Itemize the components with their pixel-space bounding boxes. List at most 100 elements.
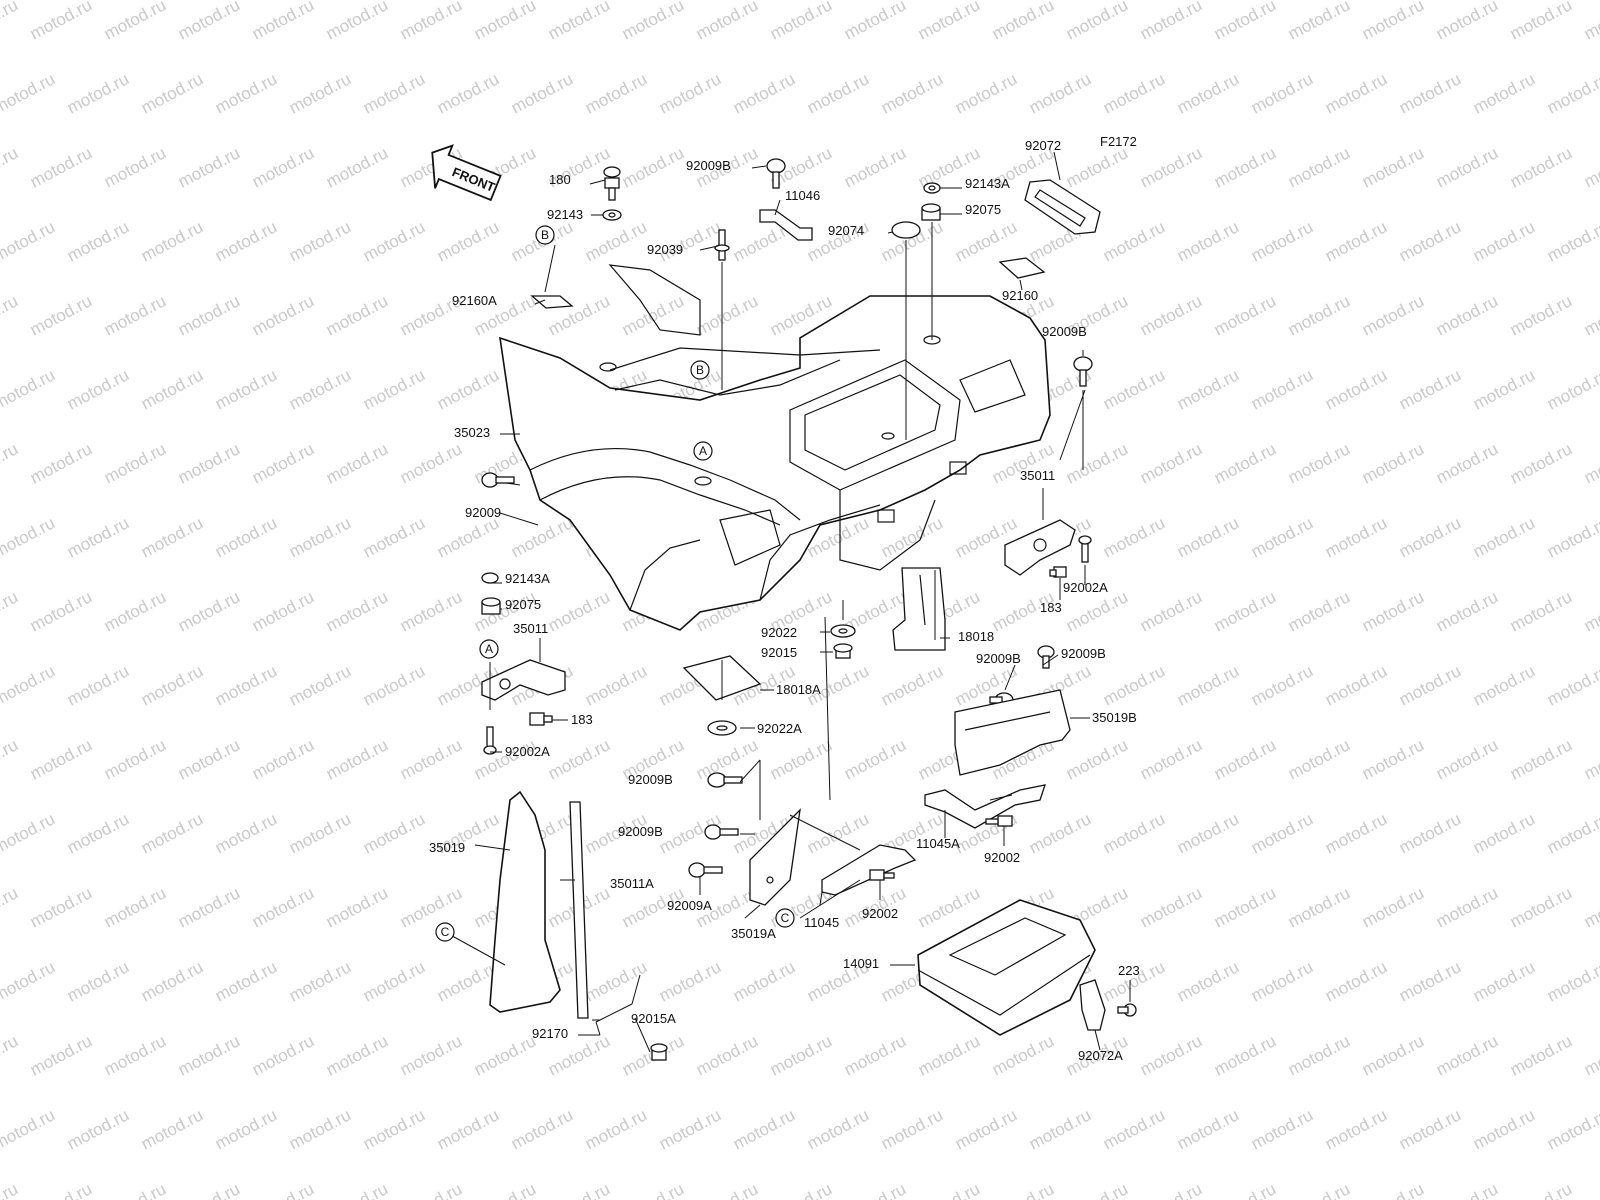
watermark-text: motod.ru [286,661,354,709]
watermark-text: motod.ru [1433,1031,1501,1079]
watermark-text: motod.ru [1544,1105,1600,1153]
watermark-text: motod.ru [1507,1179,1575,1200]
watermark-text: motod.ru [1507,883,1575,931]
watermark-text: motod.ru [0,957,58,1005]
watermark-text: motod.ru [1211,291,1279,339]
watermark-text: motod.ru [360,1105,428,1153]
watermark-text: motod.ru [1248,661,1316,709]
bracket-11045A [924,784,1046,829]
watermark-text: motod.ru [64,809,132,857]
watermark-text: motod.ru [286,513,354,561]
watermark-text: motod.ru [1433,0,1501,44]
watermark-text: motod.ru [1544,365,1600,413]
watermark-text: motod.ru [989,0,1057,44]
watermark-text: motod.ru [1211,0,1279,44]
watermark-text: motod.ru [915,1179,983,1200]
watermark-text: motod.ru [1174,69,1242,117]
watermark-text: motod.ru [360,661,428,709]
watermark-text: motod.ru [0,883,21,931]
leader-line [819,891,823,906]
watermark-text: motod.ru [656,957,724,1005]
stud-92039 [714,229,730,261]
part-label-92009b: 92009B [618,824,663,839]
watermark-text: motod.ru [767,735,835,783]
latch-92072A [1079,979,1106,1031]
watermark-text: motod.ru [249,291,317,339]
watermark-text: motod.ru [1137,0,1205,44]
watermark-text: motod.ru [249,0,317,44]
leader-line [1059,389,1086,461]
watermark-text: motod.ru [693,735,761,783]
part-label-92075: 92075 [965,202,1001,217]
mud-flap-35019 [489,790,561,1013]
watermark-text: motod.ru [397,439,465,487]
watermark-text: motod.ru [989,1179,1057,1200]
leader-lines [444,151,1131,1053]
watermark-text: motod.ru [1359,291,1427,339]
watermark-text: motod.ru [1248,217,1316,265]
watermark-text: motod.ru [582,1105,650,1153]
watermark-text: motod.ru [27,143,95,191]
leader-line [1094,1029,1101,1051]
watermark-text: motod.ru [1470,217,1538,265]
watermark-text: motod.ru [1470,809,1538,857]
leader-line [1004,664,1016,691]
watermark-text: motod.ru [1285,1031,1353,1079]
part-label-18018: 18018 [958,629,994,644]
part-label-35023: 35023 [454,425,490,440]
watermark-text: motod.ru [1581,883,1600,931]
watermark-text: motod.ru [1359,439,1427,487]
callout-c: C [775,908,795,928]
watermark-text: motod.ru [1396,809,1464,857]
watermark-text: motod.ru [1063,439,1131,487]
watermark-text: motod.ru [508,513,576,561]
watermark-text: motod.ru [1100,661,1168,709]
watermark-text: motod.ru [138,217,206,265]
bolt-92002A-right [1078,535,1092,563]
watermark-text: motod.ru [0,587,21,635]
callout-c: C [435,922,455,942]
watermark-text: motod.ru [1248,1105,1316,1153]
watermark-text: motod.ru [1026,1105,1094,1153]
watermark-text: motod.ru [1211,1031,1279,1079]
watermark-text: motod.ru [1359,1179,1427,1200]
watermark-text: motod.ru [1063,0,1131,44]
watermark-text: motod.ru [1507,143,1575,191]
watermark-text: motod.ru [0,513,58,561]
watermark-text: motod.ru [1396,513,1464,561]
cap-92074 [891,221,921,239]
watermark-text: motod.ru [1285,1179,1353,1200]
watermark-text: motod.ru [804,69,872,117]
leader-line [1053,151,1061,181]
part-label-92022: 92022 [761,625,797,640]
watermark-text: motod.ru [1322,513,1390,561]
watermark-text: motod.ru [1396,661,1464,709]
watermark-text: motod.ru [1285,587,1353,635]
watermark-text: motod.ru [101,143,169,191]
bolt-92002A-left [483,726,497,755]
bolt-92009B-c2 [704,824,739,840]
watermark-text: motod.ru [397,883,465,931]
bracket-35011-left [481,659,566,701]
watermark-text: motod.ru [1433,883,1501,931]
watermark-text: motod.ru [1359,883,1427,931]
watermark-text: motod.ru [101,0,169,44]
watermark-text: motod.ru [915,883,983,931]
watermark-text: motod.ru [212,809,280,857]
watermark-text: motod.ru [1211,1179,1279,1200]
leader-line [634,1017,651,1053]
bolt-92009B-top [766,158,786,189]
part-label-92074: 92074 [828,223,864,238]
watermark-text: motod.ru [1174,957,1242,1005]
part-label-92170: 92170 [532,1026,568,1041]
watermark-text: motod.ru [249,883,317,931]
watermark-text: motod.ru [64,1105,132,1153]
watermark-text: motod.ru [323,735,391,783]
part-label-183: 183 [1040,600,1062,615]
leader-line [699,245,719,251]
watermark-text: motod.ru [1470,69,1538,117]
watermark-text: motod.ru [212,365,280,413]
callout-b: B [690,360,710,380]
watermark-text: motod.ru [619,1179,687,1200]
part-label-183: 183 [571,712,593,727]
